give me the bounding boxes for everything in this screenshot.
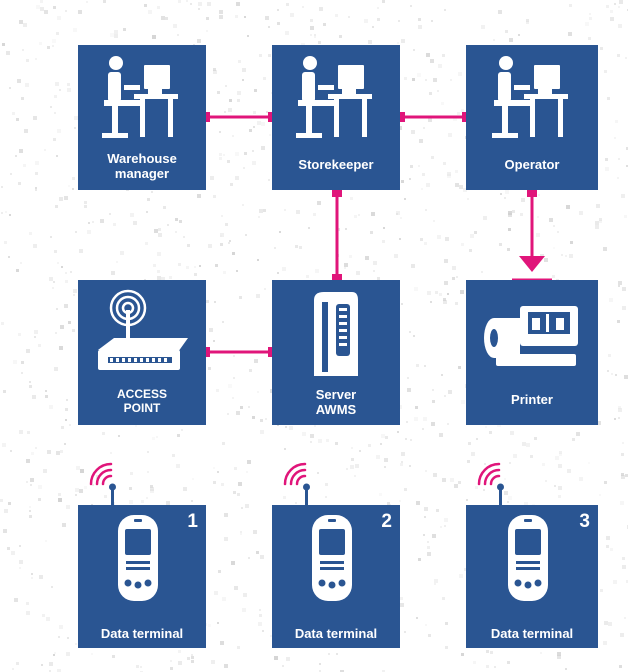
printer-icon xyxy=(484,306,578,366)
workstation-icon xyxy=(296,56,372,138)
antenna-signal-icon xyxy=(283,462,310,505)
label-line: Printer xyxy=(511,392,553,407)
node-data-terminal-2: 2 Data terminal xyxy=(272,505,400,648)
antenna-signal-icon xyxy=(477,462,504,505)
wireless-router-icon xyxy=(98,289,188,370)
label-line: Server xyxy=(315,387,357,402)
handheld-terminal-icon xyxy=(118,515,158,601)
label-line: manager xyxy=(114,166,170,181)
label-line: AWMS xyxy=(315,402,357,417)
workstation-icon xyxy=(102,56,178,138)
node-operator: Operator xyxy=(466,45,598,190)
node-data-terminal-1: 1 Data terminal xyxy=(78,505,206,648)
node-printer: Printer xyxy=(466,280,598,425)
node-server: Server AWMS xyxy=(272,280,400,425)
label-line: POINT xyxy=(123,401,161,415)
workstation-icon xyxy=(492,56,568,138)
label-line: Data terminal xyxy=(100,626,184,641)
label-line: Data terminal xyxy=(294,626,378,641)
label-line: Data terminal xyxy=(490,626,574,641)
label-line: Storekeeper xyxy=(298,157,374,172)
handheld-terminal-icon xyxy=(508,515,548,601)
label-line: Operator xyxy=(504,157,560,172)
label-line: ACCESS xyxy=(116,387,167,401)
node-warehouse-manager: Warehouse manager xyxy=(78,45,206,190)
server-tower-icon xyxy=(314,292,358,376)
terminal-number: 3 xyxy=(579,511,590,532)
node-data-terminal-3: 3 Data terminal xyxy=(466,505,598,648)
terminal-number: 2 xyxy=(381,511,392,532)
label-line: Warehouse xyxy=(107,151,177,166)
terminal-number: 1 xyxy=(187,511,198,532)
antenna-signal-icon xyxy=(89,462,116,505)
handheld-terminal-icon xyxy=(312,515,352,601)
node-access-point: ACCESS POINT xyxy=(78,280,206,425)
node-storekeeper: Storekeeper xyxy=(272,45,400,190)
